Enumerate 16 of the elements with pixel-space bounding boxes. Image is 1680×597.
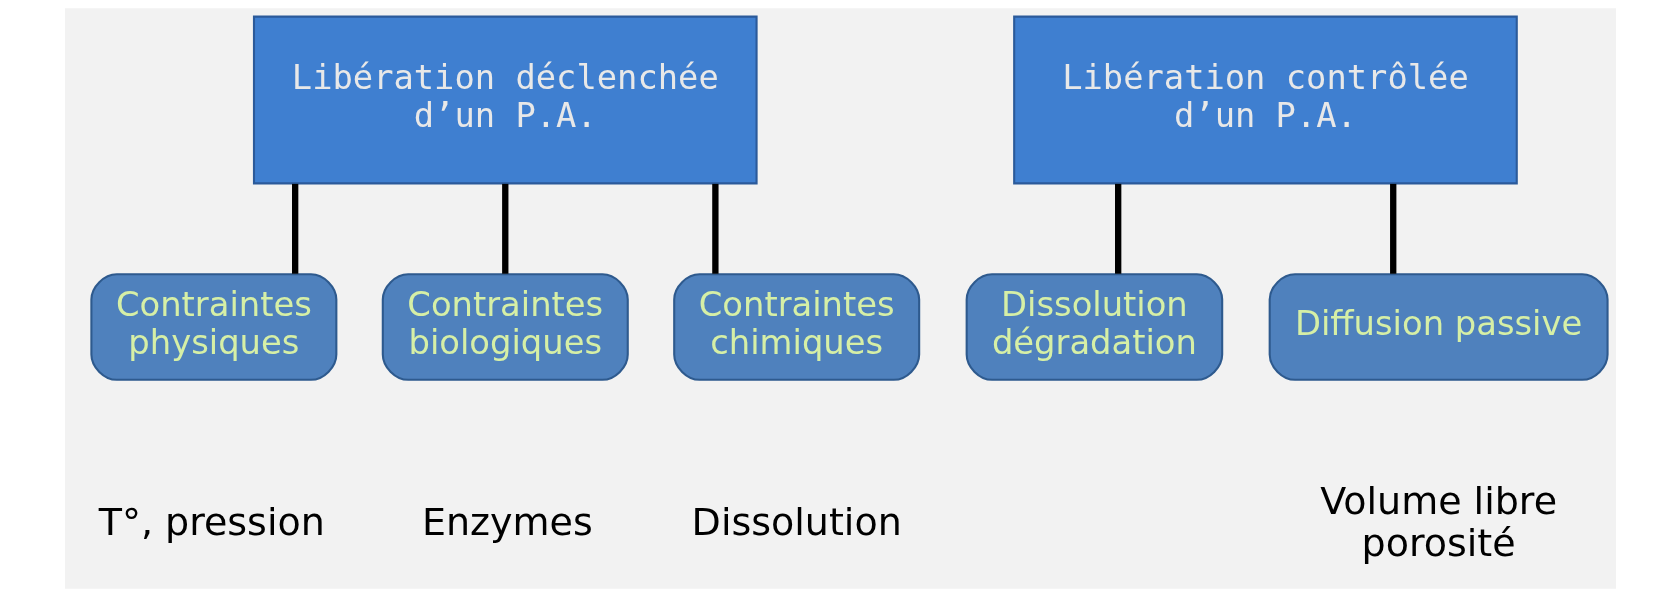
node-label: Dissolution: [691, 499, 902, 544]
connector: [1389, 183, 1396, 274]
node-label: Volume libre porosité: [1319, 478, 1557, 565]
connector: [501, 183, 508, 274]
connector: [291, 183, 298, 274]
connector: [711, 183, 719, 274]
node-box: Dissolution dégradation: [965, 273, 1223, 381]
connector: [1114, 183, 1121, 274]
node-label: Enzymes: [421, 499, 593, 544]
node-box: Contraintes chimiques: [672, 273, 920, 381]
node-box: Contraintes physiques: [89, 273, 337, 381]
node-box: Libération déclenchée d’un P.A.: [252, 15, 758, 185]
node-box: Contraintes biologiques: [381, 273, 629, 381]
node-box: Libération contrôlée d’un P.A.: [1012, 15, 1518, 185]
node-label: T°, pression: [98, 499, 325, 544]
node-box: Diffusion passive: [1268, 273, 1609, 381]
